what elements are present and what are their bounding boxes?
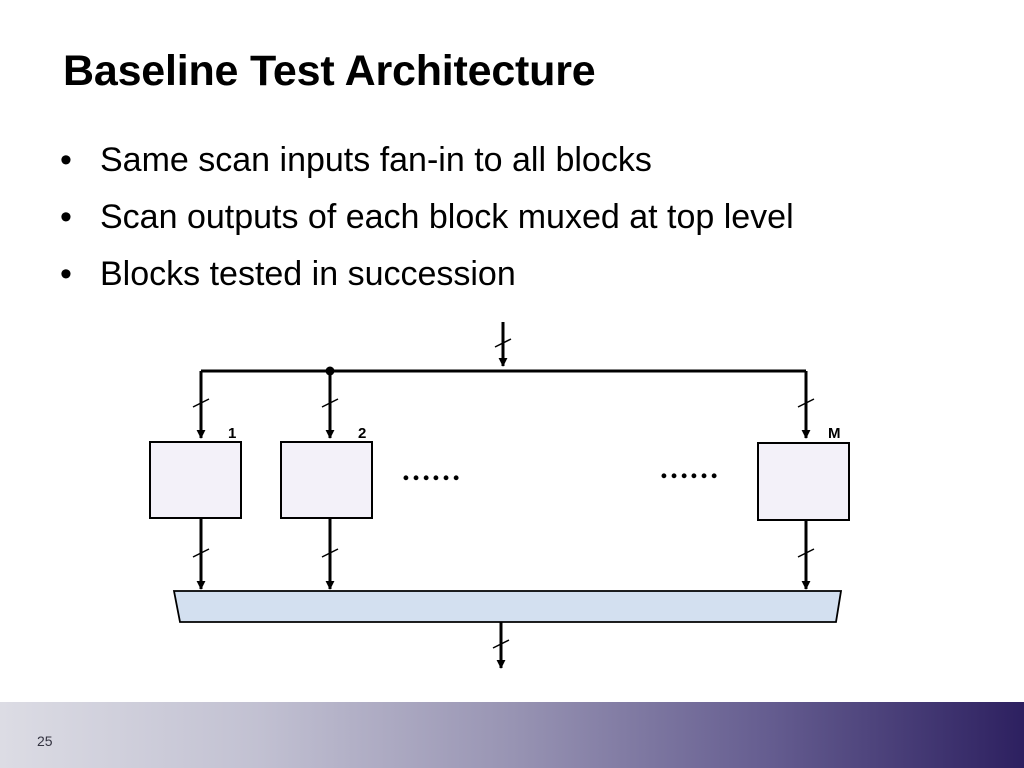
bullet-text: Blocks tested in succession [100, 255, 516, 293]
ellipsis-right: …… [659, 452, 719, 485]
bus-width-slash [797, 548, 815, 558]
bus-width-slash [321, 398, 339, 408]
bullet-text: Same scan inputs fan-in to all blocks [100, 141, 652, 179]
bullet-item: • Same scan inputs fan-in to all blocks [60, 138, 794, 195]
footer-bar [0, 702, 1024, 768]
bus-width-slash [494, 338, 512, 348]
architecture-diagram: 1 2 M …… …… [149, 322, 850, 669]
block-m [757, 442, 850, 521]
block-label-1: 1 [228, 425, 236, 442]
slide-title: Baseline Test Architecture [63, 47, 596, 95]
ellipsis-left: …… [401, 454, 461, 487]
page-number: 25 [37, 733, 53, 749]
junction-dot [325, 366, 335, 376]
bus-width-slash [492, 639, 510, 649]
bullet-marker: • [60, 255, 72, 293]
bullet-item: • Blocks tested in succession [60, 252, 794, 309]
output-mux [172, 590, 843, 623]
bullet-marker: • [60, 198, 72, 236]
bus-width-slash [192, 398, 210, 408]
block-2 [280, 441, 373, 519]
bullet-list: • Same scan inputs fan-in to all blocks •… [60, 138, 794, 309]
bullet-item: • Scan outputs of each block muxed at top… [60, 195, 794, 252]
bus-width-slash [321, 548, 339, 558]
bullet-marker: • [60, 141, 72, 179]
block-label-2: 2 [358, 425, 366, 442]
bus-width-slash [192, 548, 210, 558]
block-label-m: M [828, 425, 841, 442]
bullet-text: Scan outputs of each block muxed at top … [100, 198, 794, 236]
bus-width-slash [797, 398, 815, 408]
block-1 [149, 441, 242, 519]
